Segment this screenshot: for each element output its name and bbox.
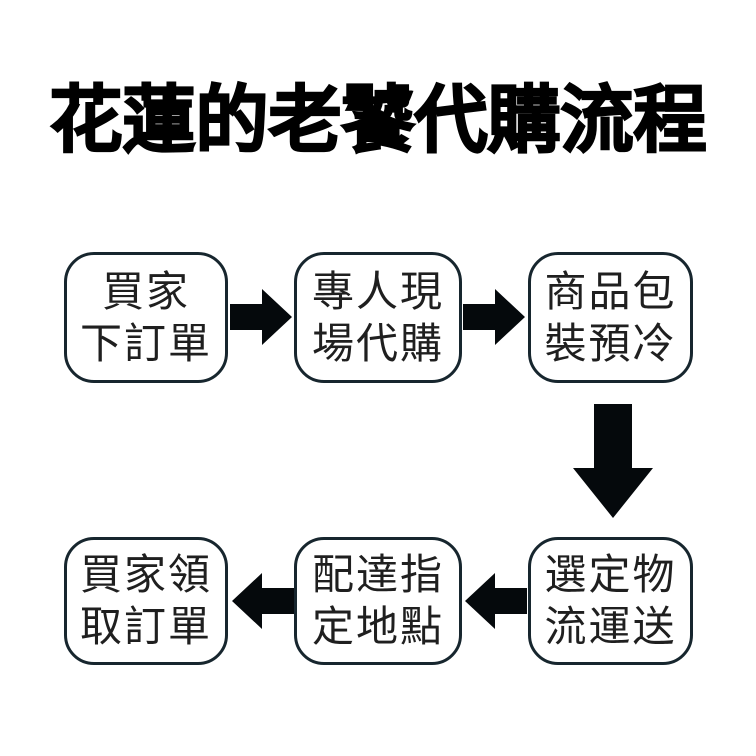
flow-step-line: 取訂單 bbox=[79, 603, 212, 650]
flow-step-label: 配達指 定地點 bbox=[312, 549, 444, 653]
flow-step-buyer-places-order: 買家 下訂單 bbox=[64, 252, 228, 383]
flow-step-line: 選定物 bbox=[544, 551, 677, 598]
page-title: 花蓮的老饕代購流程 bbox=[49, 80, 708, 161]
arrow-right-icon bbox=[230, 289, 292, 345]
flow-step-line: 配達指 bbox=[311, 551, 444, 598]
arrow-left-icon bbox=[465, 573, 527, 629]
flow-step-packaging-precool: 商品包 裝預冷 bbox=[528, 252, 693, 383]
arrow-right-icon bbox=[463, 289, 525, 345]
flow-step-line: 定地點 bbox=[311, 603, 444, 650]
arrow-down-icon bbox=[573, 404, 653, 518]
flow-step-select-logistics: 選定物 流運送 bbox=[528, 537, 693, 665]
flow-step-buyer-picks-up-order: 買家領 取訂單 bbox=[64, 537, 228, 665]
flow-step-label: 商品包 裝預冷 bbox=[544, 266, 676, 370]
flow-step-line: 流運送 bbox=[544, 603, 677, 650]
flow-step-onsite-purchasing: 專人現 場代購 bbox=[294, 252, 462, 383]
arrow-left-icon bbox=[232, 573, 294, 629]
flow-step-label: 專人現 場代購 bbox=[312, 266, 444, 370]
flow-step-label: 買家領 取訂單 bbox=[80, 549, 212, 653]
flow-step-line: 場代購 bbox=[311, 319, 444, 367]
flow-step-line: 買家領 bbox=[79, 551, 212, 598]
flow-step-deliver-designated-location: 配達指 定地點 bbox=[294, 537, 462, 665]
flow-step-line: 下訂單 bbox=[79, 319, 212, 367]
flow-step-label: 選定物 流運送 bbox=[544, 549, 676, 653]
flow-step-label: 買家 下訂單 bbox=[80, 266, 212, 370]
flow-step-line: 裝預冷 bbox=[544, 319, 677, 367]
flow-step-line: 買家 bbox=[101, 267, 190, 315]
flow-step-line: 商品包 bbox=[544, 267, 677, 315]
flow-step-line: 專人現 bbox=[311, 267, 444, 315]
